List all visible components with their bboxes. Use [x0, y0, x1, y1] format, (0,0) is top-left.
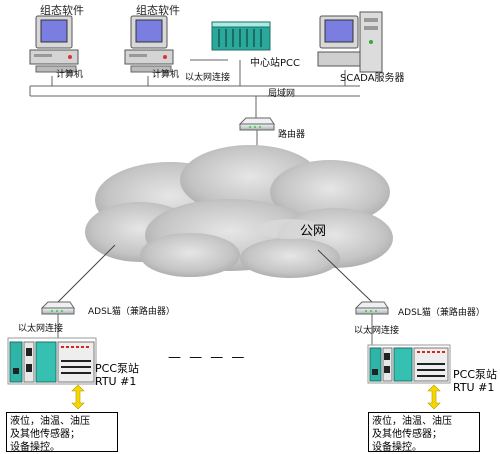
computer-icon: [29, 15, 79, 73]
lan-lines: [29, 59, 360, 118]
software-label: 组态软件: [40, 4, 84, 17]
pcc-station-title: PCC泵站: [95, 362, 139, 375]
field-devices-line: 设备操控。: [10, 442, 60, 453]
ellipsis-separator: — — — —: [168, 350, 247, 365]
router-icon: [238, 117, 275, 131]
software-label: 组态软件: [136, 4, 180, 17]
router-label: 路由器: [278, 130, 306, 140]
field-devices-line: 及其他传感器；: [10, 429, 80, 440]
adsl-modem-label: ADSL猫（兼路由器）: [88, 307, 175, 317]
lan-label: 局域网: [268, 89, 296, 99]
center-pcc-label: 中心站PCC: [250, 58, 300, 69]
adsl-modem-label: ADSL猫（兼路由器）: [398, 308, 485, 318]
server-icon: [317, 11, 383, 73]
adsl-modem-icon: [354, 301, 389, 315]
field-devices-line: 液位，油温、油压: [10, 416, 90, 427]
adsl-modem-icon: [40, 301, 75, 315]
computer-label: 计算机: [152, 70, 180, 80]
computer-label: 计算机: [56, 70, 84, 80]
rtu-id: RTU #1: [95, 375, 137, 388]
rtu-id: RTU #1: [453, 381, 495, 394]
field-devices-line: 液位，油温、油压: [372, 416, 452, 427]
pcc-station-title: PCC泵站: [453, 368, 497, 381]
computer-icon: [124, 15, 174, 73]
field-devices-box: 液位，油温、油压 及其他传感器； 设备操控。: [6, 412, 118, 453]
ethernet-label: 以太网连接: [18, 324, 64, 334]
pcc-station-icon: [367, 344, 451, 384]
pcc-rack-icon: [211, 21, 271, 51]
bidirectional-arrow-icon: [427, 384, 441, 410]
bidirectional-arrow-icon: [71, 384, 85, 410]
scada-server-label: SCADA服务器: [340, 73, 405, 84]
field-devices-line: 设备操控。: [372, 442, 422, 453]
field-devices-box: 液位，油温、油压 及其他传感器； 设备操控。: [368, 412, 480, 453]
ethernet-label: 以太网连接: [354, 326, 400, 336]
internet-label: 公网: [300, 224, 327, 239]
pcc-station-label: PCC泵站 RTU #1: [95, 362, 139, 388]
pcc-station-icon: [7, 337, 97, 385]
internet-cloud: [85, 145, 393, 278]
ethernet-label: 以太网连接: [185, 73, 231, 83]
pcc-station-label: PCC泵站 RTU #1: [453, 368, 497, 394]
field-devices-line: 及其他传感器；: [372, 429, 442, 440]
